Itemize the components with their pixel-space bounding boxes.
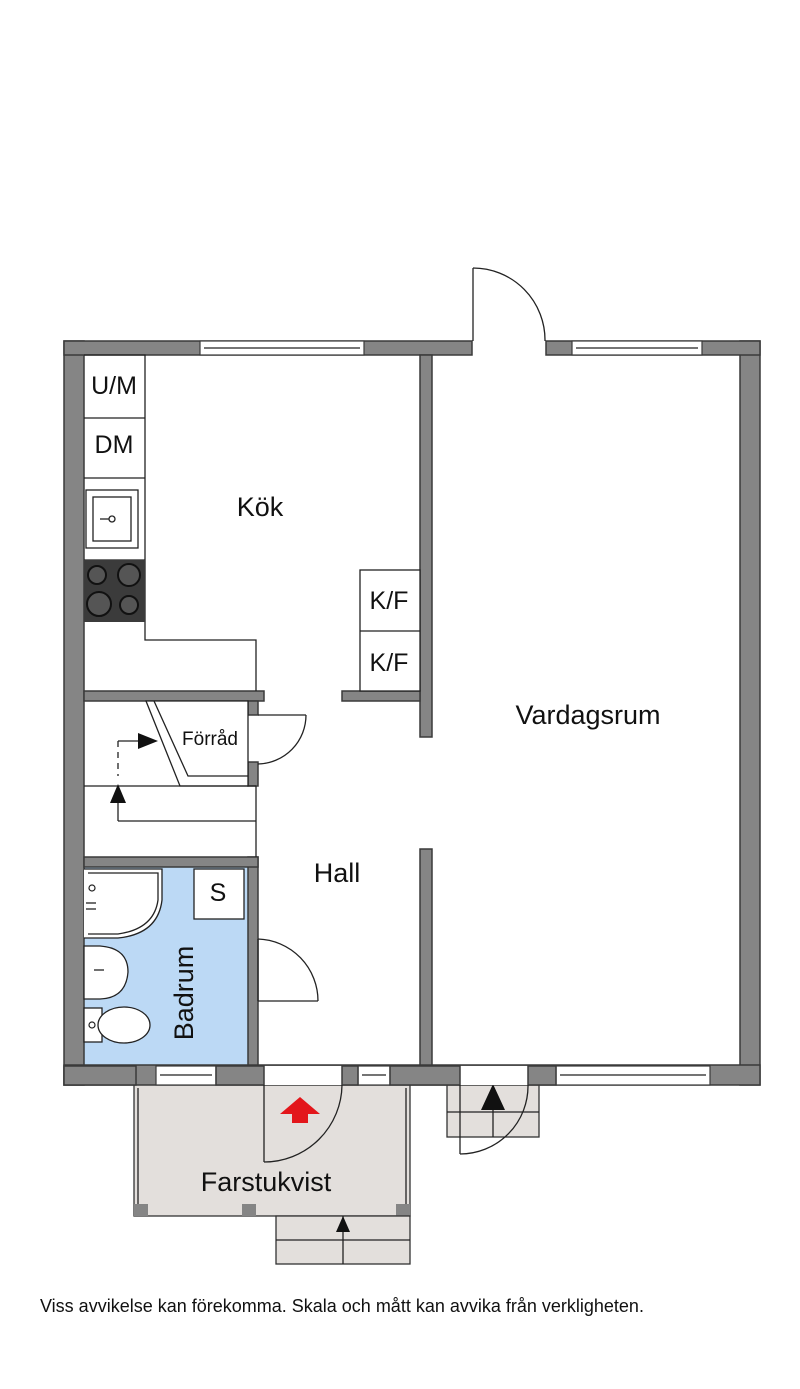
room-label-kok: Kök — [237, 492, 284, 522]
fridge-freezer-units — [359, 569, 421, 692]
fixture-label-kf-top: K/F — [370, 587, 409, 615]
fixture-label-um: U/M — [91, 372, 137, 400]
toilet-icon — [83, 1006, 151, 1044]
room-label-badrum: Badrum — [169, 946, 199, 1041]
washbasin-icon — [83, 945, 129, 1000]
entrance-arrow-icon — [280, 1097, 320, 1123]
windows — [155, 340, 711, 1086]
disclaimer-text: Viss avvikelse kan förekomma. Skala och … — [40, 1296, 644, 1316]
stove-icon — [84, 560, 145, 622]
room-label-hall: Hall — [314, 858, 361, 888]
room-label-forrad: Förråd — [182, 729, 238, 750]
room-label-vardagsrum: Vardagsrum — [515, 700, 660, 730]
interior-walls — [83, 354, 433, 1066]
storage-closet — [84, 700, 256, 822]
doors — [257, 267, 546, 1163]
shower-icon — [84, 868, 163, 939]
side-steps — [446, 1083, 540, 1138]
sink-icon — [85, 489, 139, 549]
porch — [133, 1083, 411, 1217]
fixture-label-s: S — [210, 879, 227, 907]
bathroom-cabinet — [193, 868, 245, 920]
room-label-farstukvist: Farstukvist — [201, 1167, 332, 1197]
fixture-label-dm: DM — [95, 431, 134, 459]
front-steps — [275, 1215, 411, 1265]
fixture-label-kf-bottom: K/F — [370, 649, 409, 677]
